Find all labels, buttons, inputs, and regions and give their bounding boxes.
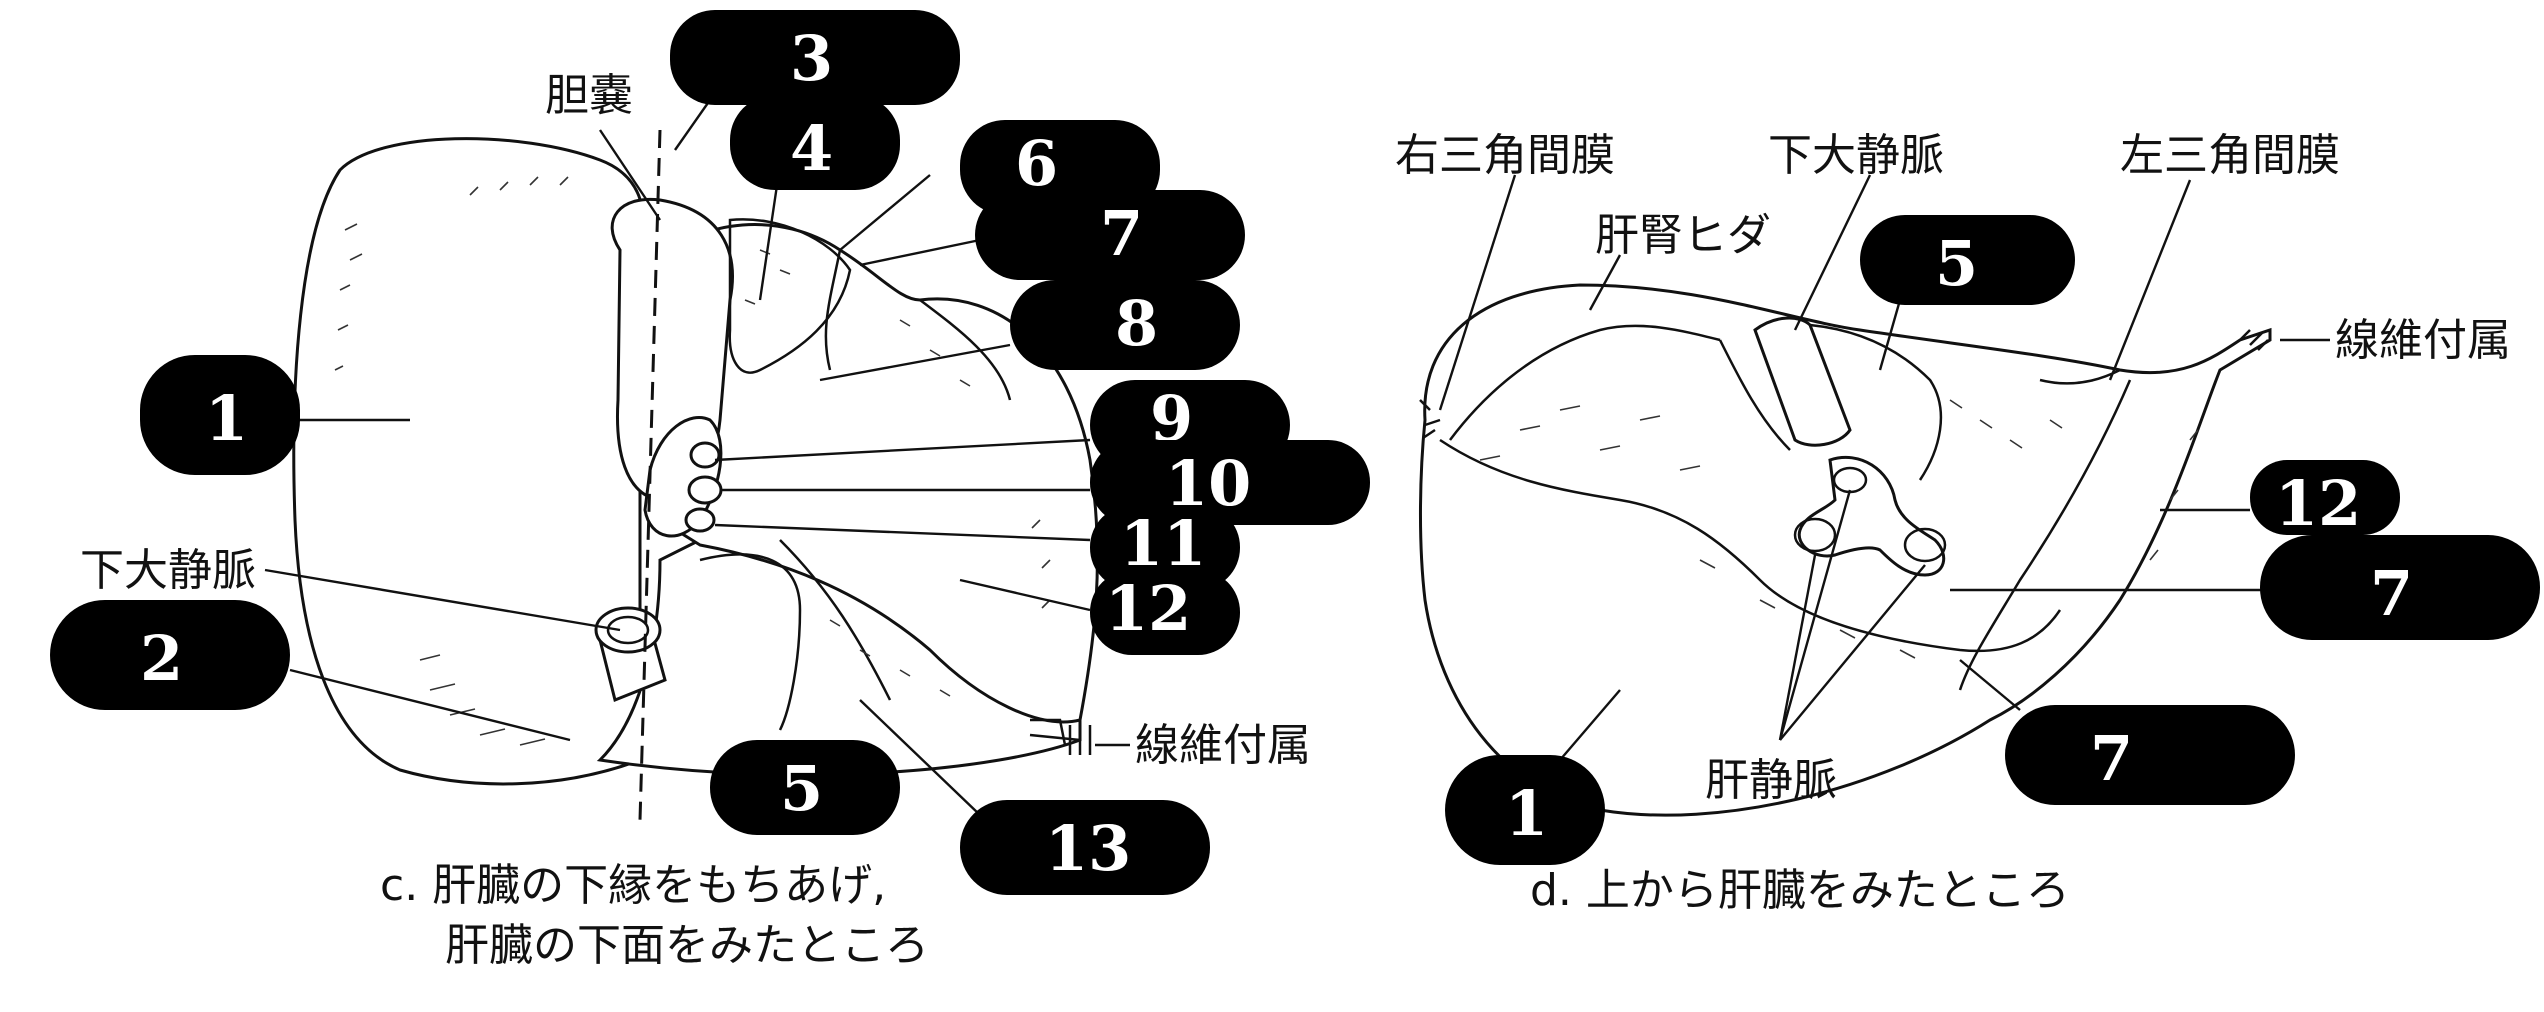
mark-r7: 7 xyxy=(2370,557,2413,630)
label-ivc-left: 下大静脈 xyxy=(80,545,256,596)
fibrous-appendage xyxy=(1029,725,1092,755)
label-ivc-right: 下大静脈 xyxy=(1768,130,1944,181)
blob-r7b xyxy=(2005,705,2295,805)
dashed-midline xyxy=(638,129,662,821)
blob-13 xyxy=(960,800,1210,895)
leader-lines-left xyxy=(250,99,1130,816)
ligamentum-venosum xyxy=(779,539,892,701)
mark-11: 11 xyxy=(1120,507,1206,580)
mark-5: 5 xyxy=(780,752,823,825)
mark-13: 13 xyxy=(1045,812,1131,885)
mark-8: 8 xyxy=(1115,287,1158,360)
mark-r7b: 7 xyxy=(2090,722,2133,795)
blob-10 xyxy=(1090,440,1370,525)
liver-inferior-view: 胆嚢 下大静脈 線維付属 3 4 6 7 8 9 10 11 12 1 2 xyxy=(50,10,1370,971)
caudate-lobe xyxy=(699,553,802,731)
ivc-cut xyxy=(594,606,667,703)
blob-3 xyxy=(670,10,960,105)
mark-12: 12 xyxy=(1105,572,1191,645)
hepatorenal-fold xyxy=(1449,324,1721,441)
blob-12 xyxy=(1090,570,1240,655)
blob-2 xyxy=(50,600,290,710)
mark-r12: 12 xyxy=(2275,467,2361,540)
right-lobe xyxy=(292,137,646,786)
blob-r7 xyxy=(2260,535,2540,640)
hepatic-artery xyxy=(689,441,721,469)
mark-1: 1 xyxy=(205,382,248,455)
blob-8 xyxy=(1010,280,1240,370)
label-gallbladder: 胆嚢 xyxy=(545,70,633,121)
mark-4: 4 xyxy=(790,112,833,185)
label-fibrous-left: 線維付属 xyxy=(1135,720,1311,771)
fibrous-appendage-top xyxy=(2239,329,2269,351)
mark-6: 6 xyxy=(1015,127,1058,200)
redaction-marks-left: 3 4 6 7 8 9 10 11 12 1 2 5 13 xyxy=(50,10,1370,895)
shading-hatching xyxy=(334,176,1051,746)
redaction-marks-right: 5 12 7 7 1 xyxy=(1445,215,2540,865)
quadrate-lobe xyxy=(728,218,852,374)
blob-11 xyxy=(1090,505,1240,590)
blob-7 xyxy=(975,190,1245,280)
label-hepatic-veins: 肝静脈 xyxy=(1705,755,1837,806)
caption-c-line2: 肝臓の下面をみたところ xyxy=(445,920,929,971)
mark-7: 7 xyxy=(1100,197,1143,270)
ivc-top xyxy=(1753,316,1852,447)
blob-4 xyxy=(730,95,900,190)
caption-c-line1: c. 肝臓の下縁をもちあげ, xyxy=(380,860,886,911)
bile-duct xyxy=(684,507,716,533)
mark-3: 3 xyxy=(790,22,833,95)
mark-r5: 5 xyxy=(1935,227,1978,300)
mark-r1: 1 xyxy=(1505,777,1548,850)
blob-r5 xyxy=(1860,215,2075,305)
portal-vein xyxy=(687,475,723,505)
blob-r1 xyxy=(1445,755,1605,865)
blob-5 xyxy=(710,740,900,835)
caption-d: d. 上から肝臓をみたところ xyxy=(1530,865,2070,916)
label-right-triangular: 右三角間膜 xyxy=(1395,130,1615,181)
leader-lines-right xyxy=(1438,174,2330,761)
label-hepatorenal: 肝腎ヒダ xyxy=(1595,210,1771,261)
blob-1 xyxy=(140,355,300,475)
label-fibrous-right: 線維付属 xyxy=(2335,315,2511,366)
blob-r12 xyxy=(2250,460,2400,535)
mark-2: 2 xyxy=(140,622,183,695)
surface-line xyxy=(1439,438,2062,653)
right-triangular-ligament xyxy=(1419,399,1441,440)
liver-superior-view: 右三角間膜 下大静脈 左三角間膜 肝腎ヒダ 線維付属 肝静脈 5 12 7 7 … xyxy=(1395,130,2540,916)
label-left-triangular: 左三角間膜 xyxy=(2120,130,2340,181)
shading-hatching-top xyxy=(1479,399,2199,659)
